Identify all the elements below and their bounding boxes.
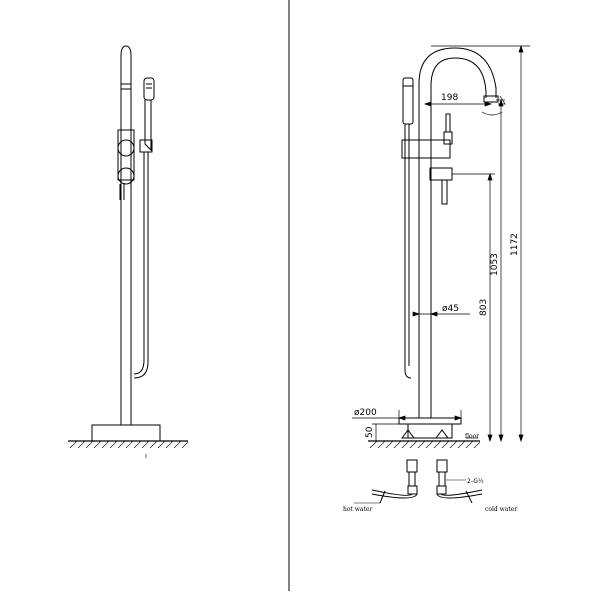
floor-hatch — [69, 440, 189, 449]
upper-valve — [117, 139, 135, 157]
cold-water-label: cold water — [485, 506, 517, 513]
hand-shower-hose-front — [404, 124, 412, 379]
front-view — [352, 44, 530, 504]
dim-base-text: ø200 — [354, 408, 377, 418]
hand-shower-head-front — [402, 77, 414, 125]
mixer-body — [117, 129, 135, 181]
lower-valve-front — [429, 167, 453, 181]
dim-spout-text: 1053 — [490, 253, 500, 276]
hand-shower-handle — [144, 100, 152, 152]
cold-hose — [440, 489, 483, 496]
thread-label: 2-G½ — [467, 478, 484, 485]
dim-pipe-text: ø45 — [442, 304, 459, 314]
hot-water-label: hot water — [343, 506, 372, 513]
shower-hose — [133, 152, 145, 375]
lower-lever — [441, 180, 448, 205]
side-view — [68, 45, 189, 458]
spout-arc — [418, 47, 497, 100]
base-plate — [398, 417, 462, 425]
upper-lever — [445, 113, 451, 132]
lower-valve — [117, 167, 135, 185]
dim-lever-text: 803 — [479, 299, 489, 316]
mixer-block — [401, 139, 451, 159]
floor-base — [91, 424, 161, 442]
floor-hatch-front — [369, 440, 481, 449]
main-pipe — [120, 45, 132, 425]
hot-hose — [371, 489, 413, 496]
dim-overall-text: 1172 — [510, 233, 520, 256]
hot-inlet — [354, 459, 418, 504]
spout-outlet — [483, 95, 499, 103]
cold-inlet — [436, 459, 483, 504]
hand-shower-head — [143, 77, 155, 101]
dim-reach-text: 198 — [441, 93, 458, 103]
flow-arrow — [481, 111, 503, 116]
floor-label: floor — [465, 433, 479, 440]
dim-height-text: 50 — [365, 426, 375, 438]
